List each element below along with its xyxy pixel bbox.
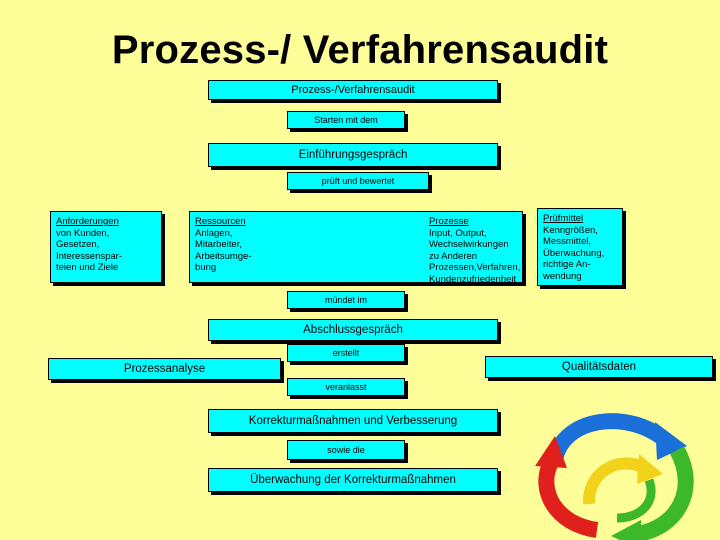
pdca-cycle-arrows-icon: [0, 0, 720, 540]
slide: Prozess-/ Verfahrensaudit Prozess-/Verfa…: [0, 0, 720, 540]
